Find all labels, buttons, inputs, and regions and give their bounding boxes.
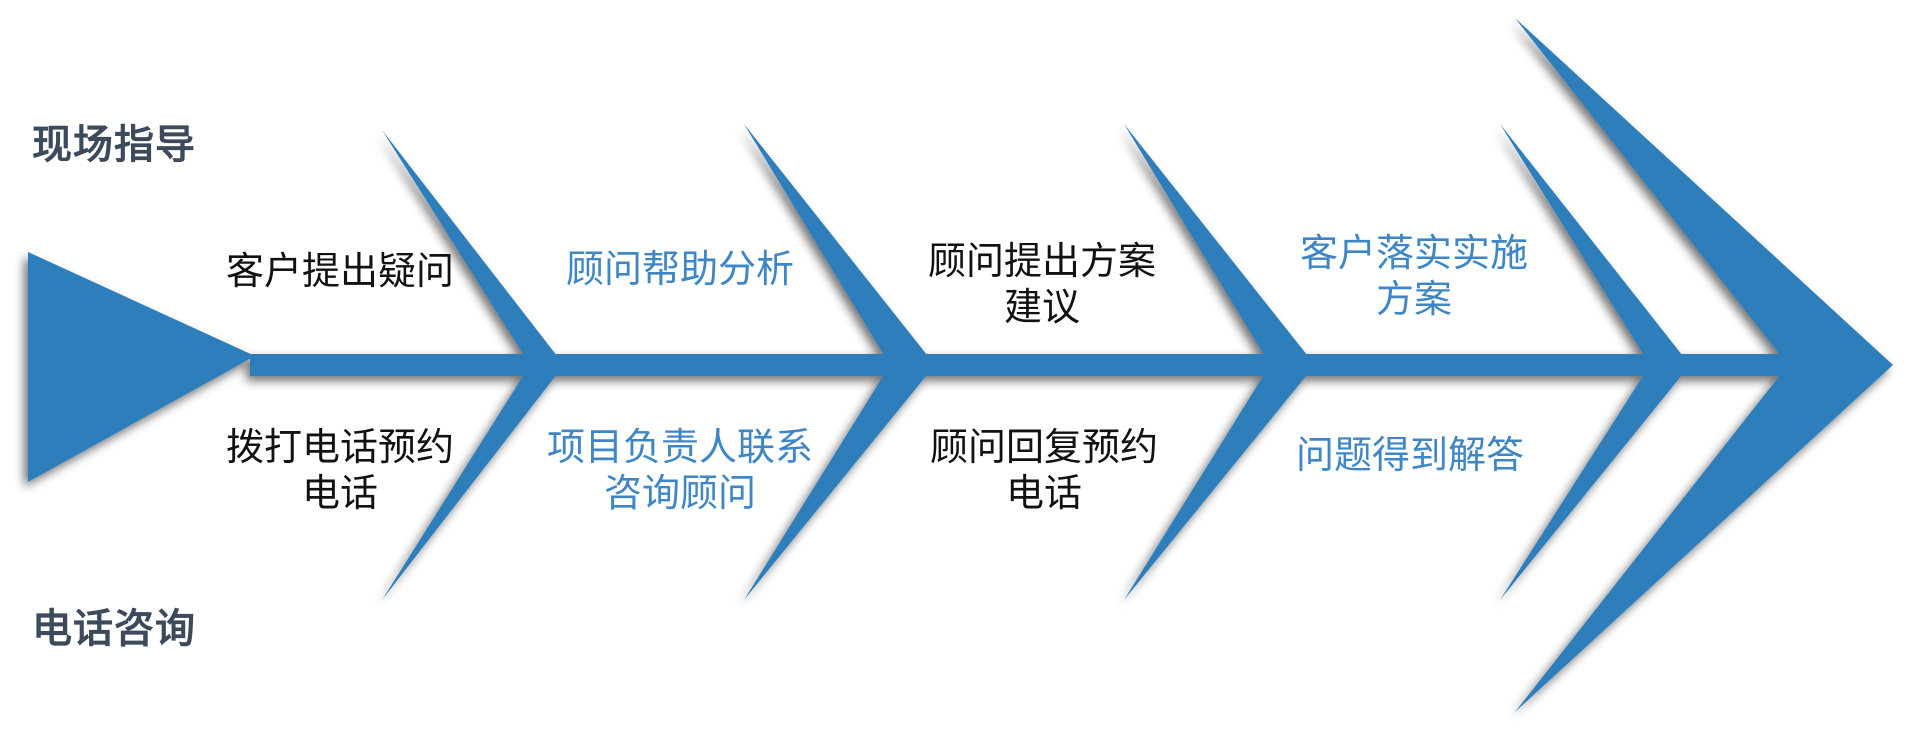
bottom-step-1-line-2: 电话 xyxy=(301,471,379,515)
bottom-step-2-line-1: 项目负责人联系 xyxy=(546,425,814,469)
chevron-2 xyxy=(744,124,935,600)
bottom-step-3-line-2: 电话 xyxy=(1005,471,1083,515)
top-step-3-line-2: 建议 xyxy=(1003,285,1081,329)
chevron-3 xyxy=(1124,124,1315,600)
bottom-step-1: 拨打电话预约 电话 xyxy=(226,424,454,516)
top-step-4-line-2: 方案 xyxy=(1375,277,1453,321)
top-step-4: 客户落实实施 方案 xyxy=(1300,230,1528,322)
top-label: 现场指导 xyxy=(32,122,196,168)
top-step-1-line-1: 客户提出疑问 xyxy=(225,249,455,293)
top-step-2-line-1: 顾问帮助分析 xyxy=(565,247,795,291)
bottom-label: 电话咨询 xyxy=(32,606,196,652)
bottom-step-2-line-2: 咨询顾问 xyxy=(603,471,757,515)
top-step-1: 客户提出疑问 xyxy=(226,248,454,294)
bottom-step-4-line-1: 问题得到解答 xyxy=(1295,433,1525,477)
bottom-step-3: 顾问回复预约 电话 xyxy=(930,424,1158,516)
bottom-step-4: 问题得到解答 xyxy=(1296,432,1524,478)
top-step-3: 顾问提出方案 建议 xyxy=(928,238,1156,330)
bottom-step-3-line-1: 顾问回复预约 xyxy=(929,425,1159,469)
top-step-2: 顾问帮助分析 xyxy=(566,246,794,292)
spine xyxy=(250,354,1800,376)
fishbone-shapes xyxy=(28,18,1893,712)
fish-tail xyxy=(28,252,255,482)
bottom-step-2: 项目负责人联系 咨询顾问 xyxy=(547,424,813,516)
top-step-3-line-1: 顾问提出方案 xyxy=(927,239,1157,283)
fish-head xyxy=(1515,18,1893,712)
bottom-step-1-line-1: 拨打电话预约 xyxy=(225,425,455,469)
top-step-4-line-1: 客户落实实施 xyxy=(1299,231,1529,275)
chevron-4 xyxy=(1500,124,1690,600)
